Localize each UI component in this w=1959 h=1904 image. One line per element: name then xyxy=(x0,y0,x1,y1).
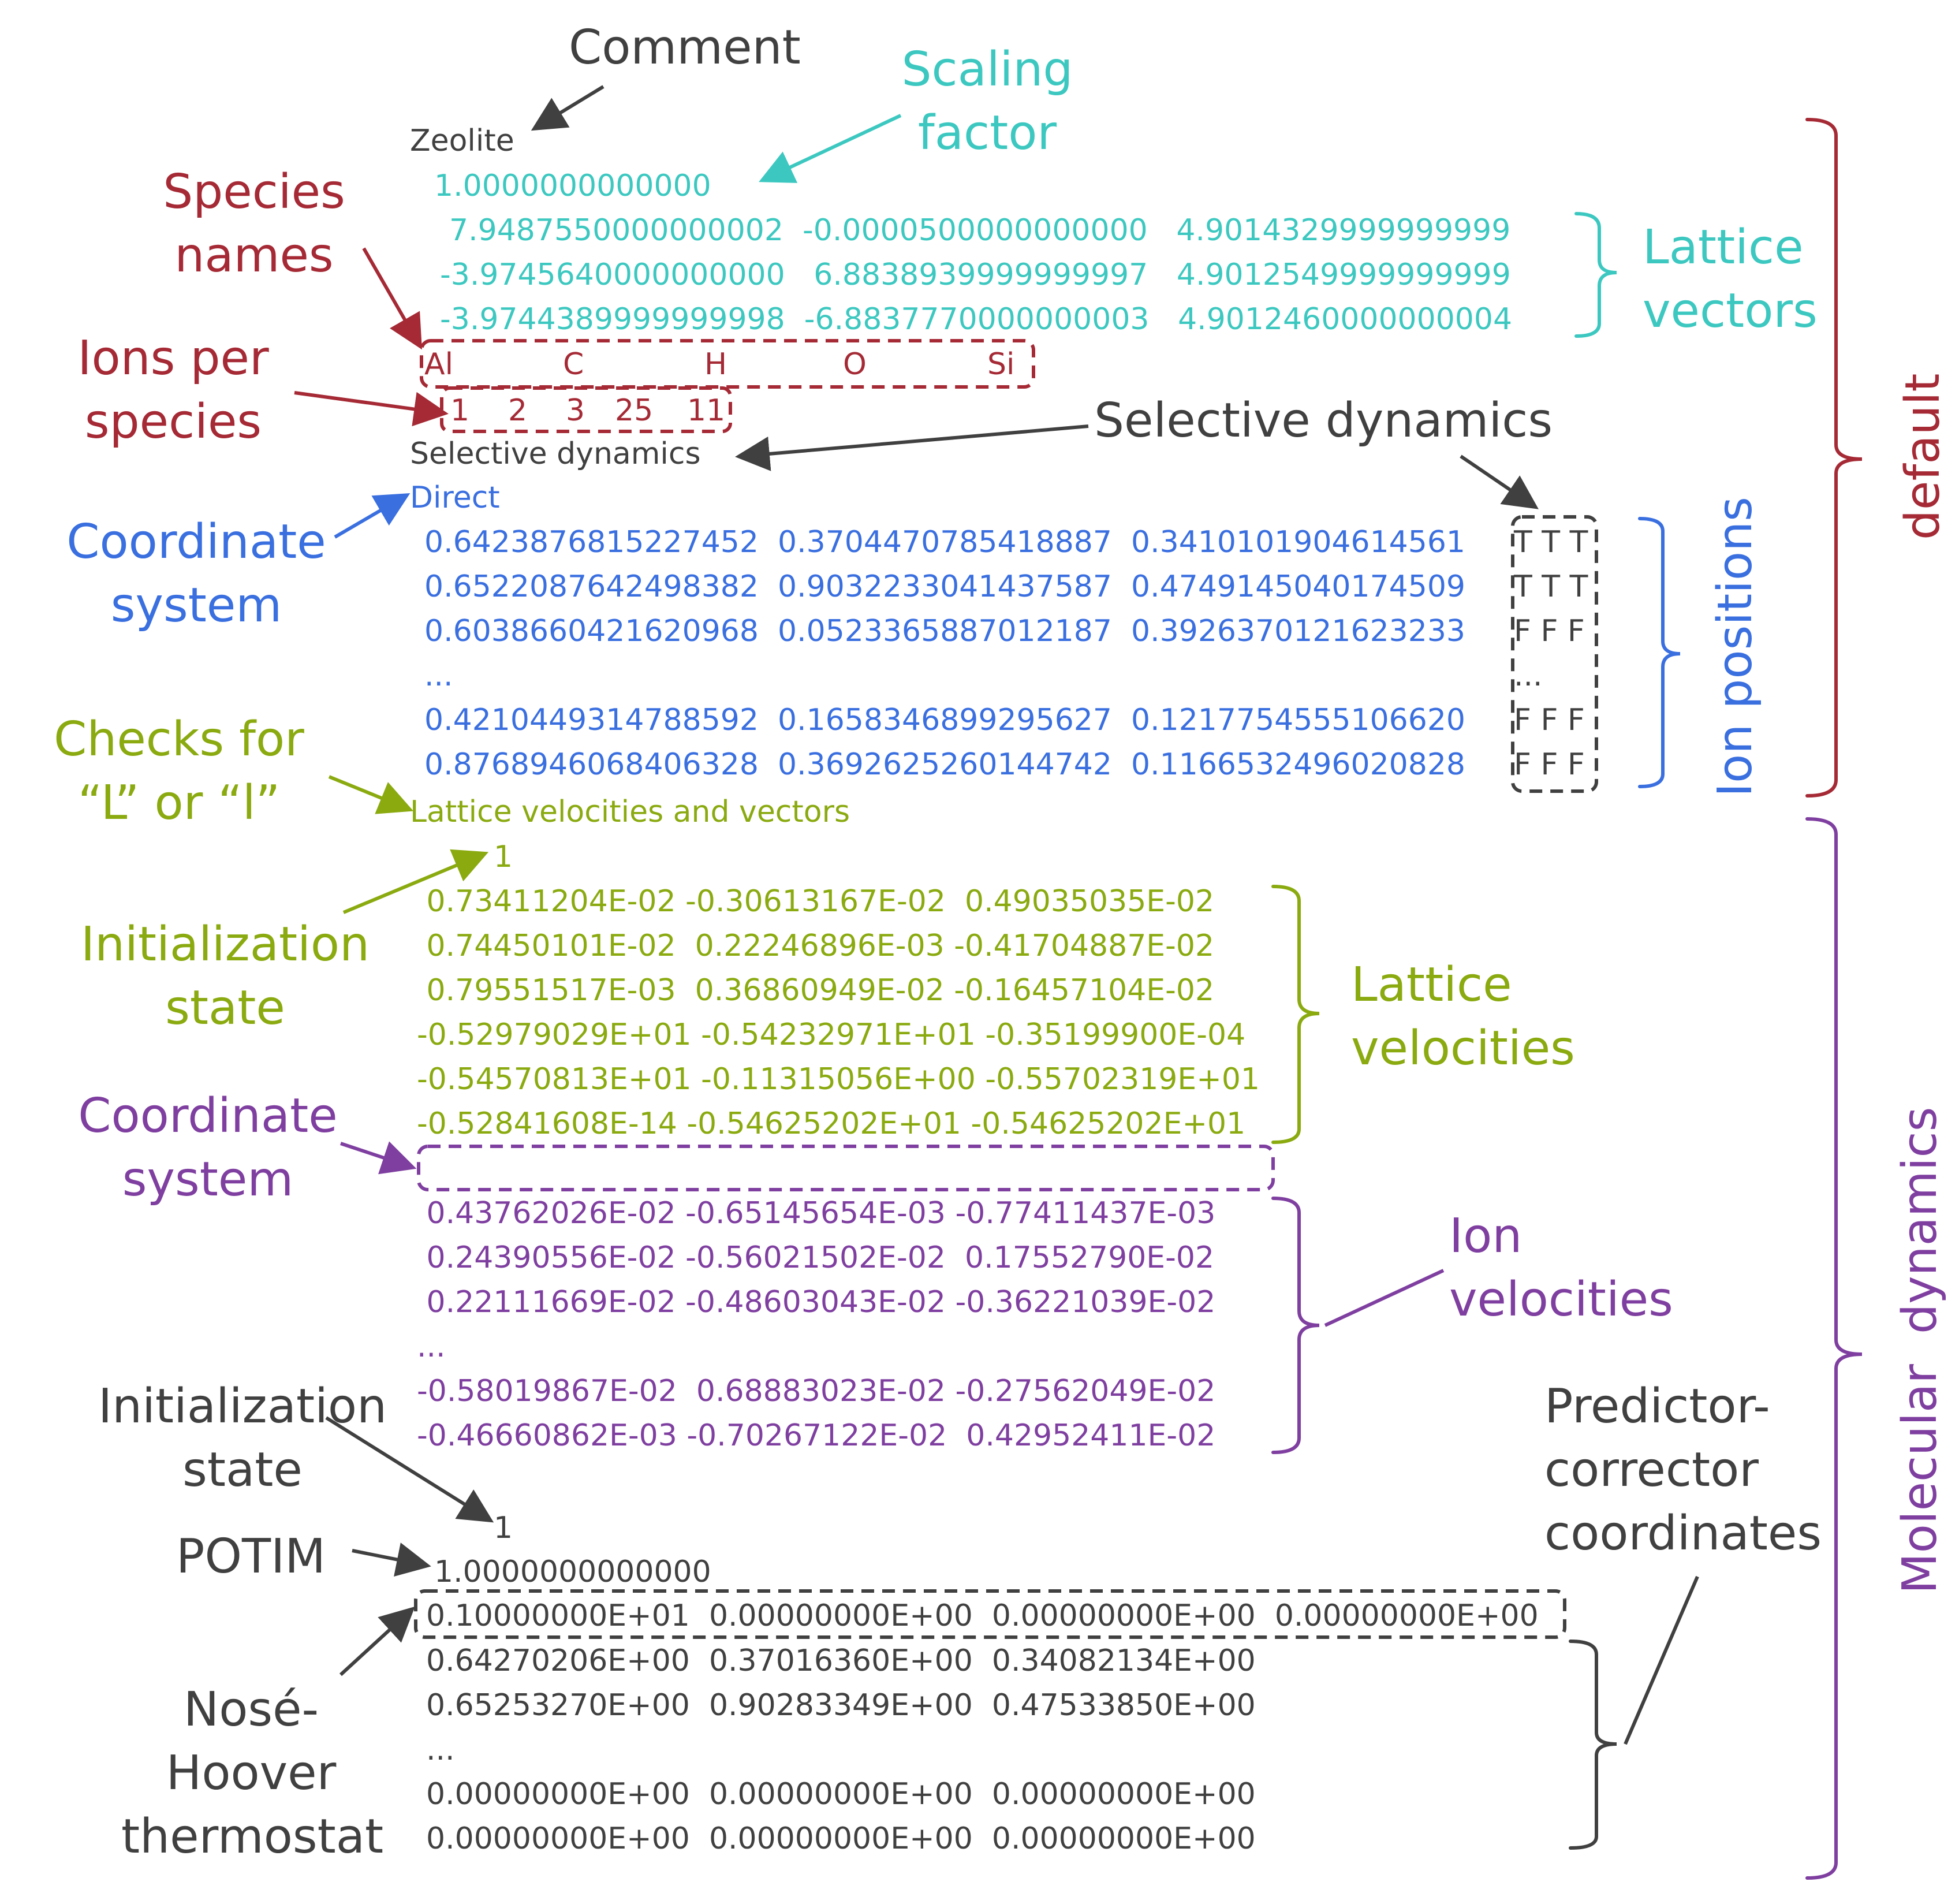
count-c: 2 xyxy=(508,393,528,428)
selective-dynamics-label: Selective dynamics xyxy=(1094,393,1553,448)
lattice-row: -3.9745640000000000 6.8838939999999997 4… xyxy=(440,258,1511,292)
pc-coordinate-row: 0.00000000E+00 0.00000000E+00 0.00000000… xyxy=(426,1777,1256,1812)
nose-hoover-line: 0.10000000E+01 0.00000000E+00 0.00000000… xyxy=(426,1599,1539,1633)
comment-line: Zeolite xyxy=(410,124,514,158)
lattice-velocity-row: -0.54570813E+01 -0.11315056E+00 -0.55702… xyxy=(417,1062,1260,1097)
ion-velocity-row: ... xyxy=(417,1329,446,1364)
md-brace xyxy=(1805,817,1863,1880)
default-brace xyxy=(1805,118,1863,798)
lattice-velocity-row: 0.74450101E-02 0.22246896E-03 -0.4170488… xyxy=(417,929,1215,963)
default-section-label: default xyxy=(1895,373,1950,540)
species-box xyxy=(420,339,1035,389)
ion-velocity-row: -0.46660862E-03 -0.70267122E-02 0.429524… xyxy=(417,1418,1216,1453)
lattice-velocity-row: -0.52841608E-14 -0.54625202E+01 -0.54625… xyxy=(417,1106,1246,1141)
selective-flags: F F F xyxy=(1514,614,1585,649)
comment-arrow xyxy=(531,85,605,131)
potim-line: 1.0000000000000 xyxy=(434,1555,711,1589)
species-c: C xyxy=(563,347,584,382)
nose-box xyxy=(414,1589,1566,1639)
species-h: H xyxy=(704,347,727,382)
flags-box xyxy=(1511,515,1598,793)
lattice-header-line: Lattice velocities and vectors xyxy=(410,795,850,829)
pc-coordinate-row: 0.00000000E+00 0.00000000E+00 0.00000000… xyxy=(426,1821,1256,1856)
selective-arrow xyxy=(735,424,1089,471)
lattice-velocity-row: 0.79551517E-03 0.36860949E-02 -0.1645710… xyxy=(417,973,1215,1008)
species-o: O xyxy=(843,347,867,382)
species-si: Si xyxy=(987,347,1015,382)
ion-velocity-row: 0.22111669E-02 -0.48603043E-02 -0.362210… xyxy=(417,1285,1216,1320)
scaling-line: 1.0000000000000 xyxy=(434,169,711,203)
coord-arrow xyxy=(334,493,411,539)
ion-velocities-brace xyxy=(1271,1197,1320,1454)
md-coord-box xyxy=(417,1145,1275,1191)
pc-init-arrow xyxy=(325,1416,494,1523)
pc-brace xyxy=(1569,1640,1617,1850)
pc-coordinate-row: ... xyxy=(426,1732,455,1767)
selective-flags: T T T xyxy=(1514,569,1588,604)
pc-coordinate-row: 0.65253270E+00 0.90283349E+00 0.47533850… xyxy=(426,1688,1256,1723)
potim-label: POTIM xyxy=(176,1529,326,1584)
selective-flags: F F F xyxy=(1514,703,1585,737)
ion-vel-connector xyxy=(1324,1269,1445,1327)
lattice-velocity-row: 0.73411204E-02 -0.30613167E-02 0.4903503… xyxy=(417,884,1215,919)
pc-connector xyxy=(1624,1575,1699,1745)
direct-line: Direct xyxy=(410,480,500,515)
lattice-row: 7.9487550000000002 -0.0000500000000000 4… xyxy=(449,213,1511,248)
checks-arrow xyxy=(328,775,414,814)
pc-coordinate-row: 0.64270206E+00 0.37016360E+00 0.34082134… xyxy=(426,1644,1256,1678)
selective-flags: ... xyxy=(1514,658,1543,693)
ion-position-row: ... xyxy=(424,658,453,693)
ion-position-row: 0.6423876815227452 0.3704470785418887 0.… xyxy=(424,525,1465,560)
nose-arrow xyxy=(339,1606,415,1676)
selective-flags-arrow xyxy=(1460,454,1539,509)
ion-velocity-row: 0.43762026E-02 -0.65145654E-03 -0.774114… xyxy=(417,1196,1216,1231)
species-al: Al xyxy=(424,347,454,382)
ion-position-row: 0.6038660421620968 0.0523365887012187 0.… xyxy=(424,614,1465,649)
lattice-init-line: 1 xyxy=(494,840,513,874)
potim-arrow xyxy=(352,1542,431,1577)
lattice-row: -3.9744389999999998 -6.8837770000000003 … xyxy=(440,302,1513,337)
comment-label: Comment xyxy=(569,20,801,75)
ion-position-row: 0.6522087642498382 0.9032233041437587 0.… xyxy=(424,569,1465,604)
count-si: 11 xyxy=(687,393,726,428)
scaling-arrow xyxy=(759,114,902,183)
ion-positions-brace xyxy=(1638,517,1681,788)
molecular-dynamics-label: Molecular dynamics xyxy=(1893,1106,1947,1594)
lattice-velocity-row: -0.52979029E+01 -0.54232971E+01 -0.35199… xyxy=(417,1018,1246,1052)
ion-velocity-row: 0.24390556E-02 -0.56021502E-02 0.1755279… xyxy=(417,1240,1215,1275)
lattice-velocities-brace xyxy=(1271,885,1320,1144)
selective-flags: F F F xyxy=(1514,747,1585,782)
count-o: 25 xyxy=(615,393,654,428)
ion-positions-label: Ion positions xyxy=(1708,497,1763,797)
selective-line: Selective dynamics xyxy=(410,437,701,471)
ion-position-row: 0.8768946068406328 0.3692625260144742 0.… xyxy=(424,747,1465,782)
md-coord-arrow xyxy=(340,1141,417,1175)
lat-init-arrow xyxy=(342,849,489,914)
count-h: 3 xyxy=(566,393,585,428)
ion-velocity-row: -0.58019867E-02 0.68883023E-02 -0.275620… xyxy=(417,1374,1216,1409)
count-al: 1 xyxy=(450,393,470,428)
pc-init-line: 1 xyxy=(494,1511,513,1545)
ions-arrow xyxy=(294,391,449,427)
lattice-vectors-brace xyxy=(1574,212,1617,338)
species-arrow xyxy=(362,247,422,350)
selective-flags: T T T xyxy=(1514,525,1588,560)
counts-box xyxy=(440,386,732,433)
checks-for-l-label: Checks for“L” or “l” xyxy=(54,712,304,830)
ion-position-row: 0.4210449314788592 0.1658346899295627 0.… xyxy=(424,703,1465,737)
